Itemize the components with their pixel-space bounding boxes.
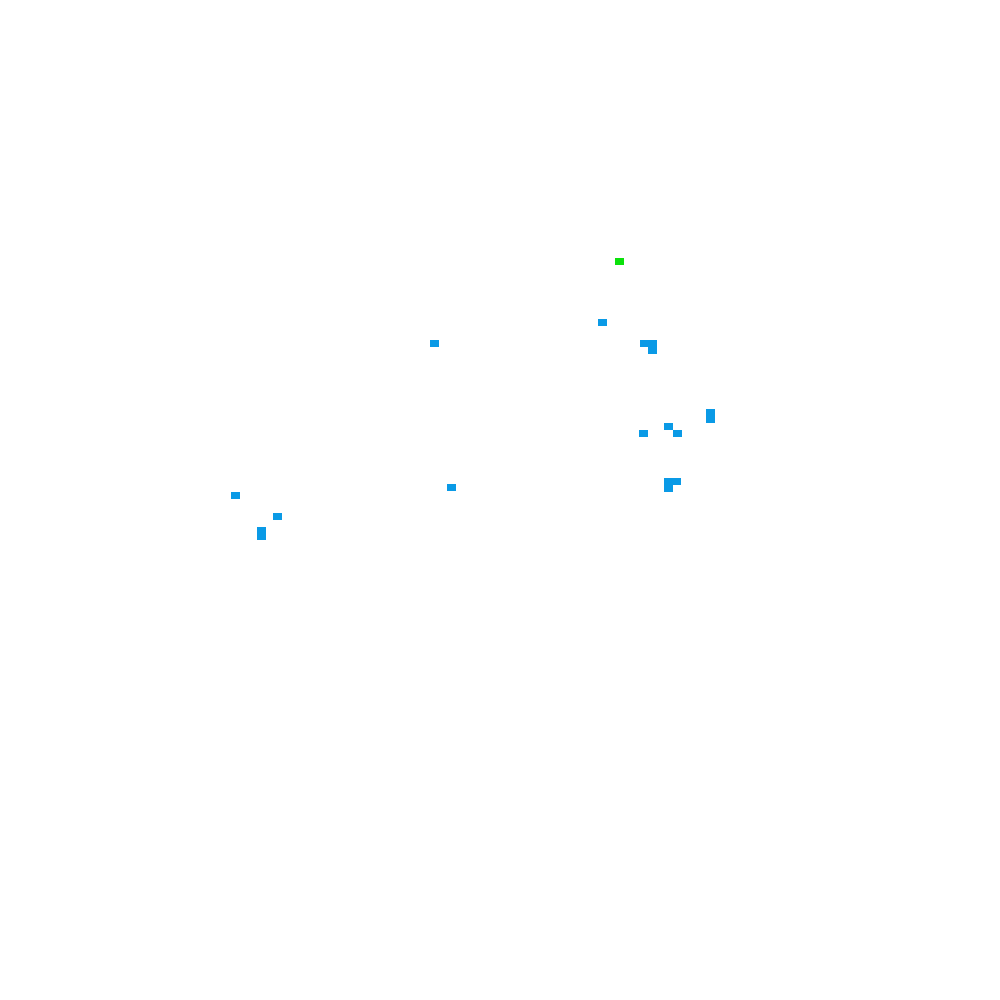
blue-cell bbox=[706, 409, 715, 416]
blue-cell bbox=[648, 346, 657, 354]
blue-cell bbox=[447, 484, 456, 491]
blue-cell bbox=[430, 340, 439, 347]
blue-cell bbox=[598, 319, 607, 326]
blue-cell bbox=[706, 416, 715, 423]
green-cell bbox=[615, 258, 624, 265]
blue-cell bbox=[639, 430, 648, 437]
blue-cell bbox=[664, 485, 673, 492]
blue-cell bbox=[664, 478, 681, 485]
blue-cell bbox=[664, 423, 673, 430]
blue-cell bbox=[257, 533, 266, 540]
blue-cell bbox=[257, 527, 266, 534]
blue-cell bbox=[231, 492, 240, 499]
blue-cell bbox=[273, 513, 282, 520]
blue-cell bbox=[673, 430, 682, 437]
blue-cell bbox=[640, 340, 657, 347]
